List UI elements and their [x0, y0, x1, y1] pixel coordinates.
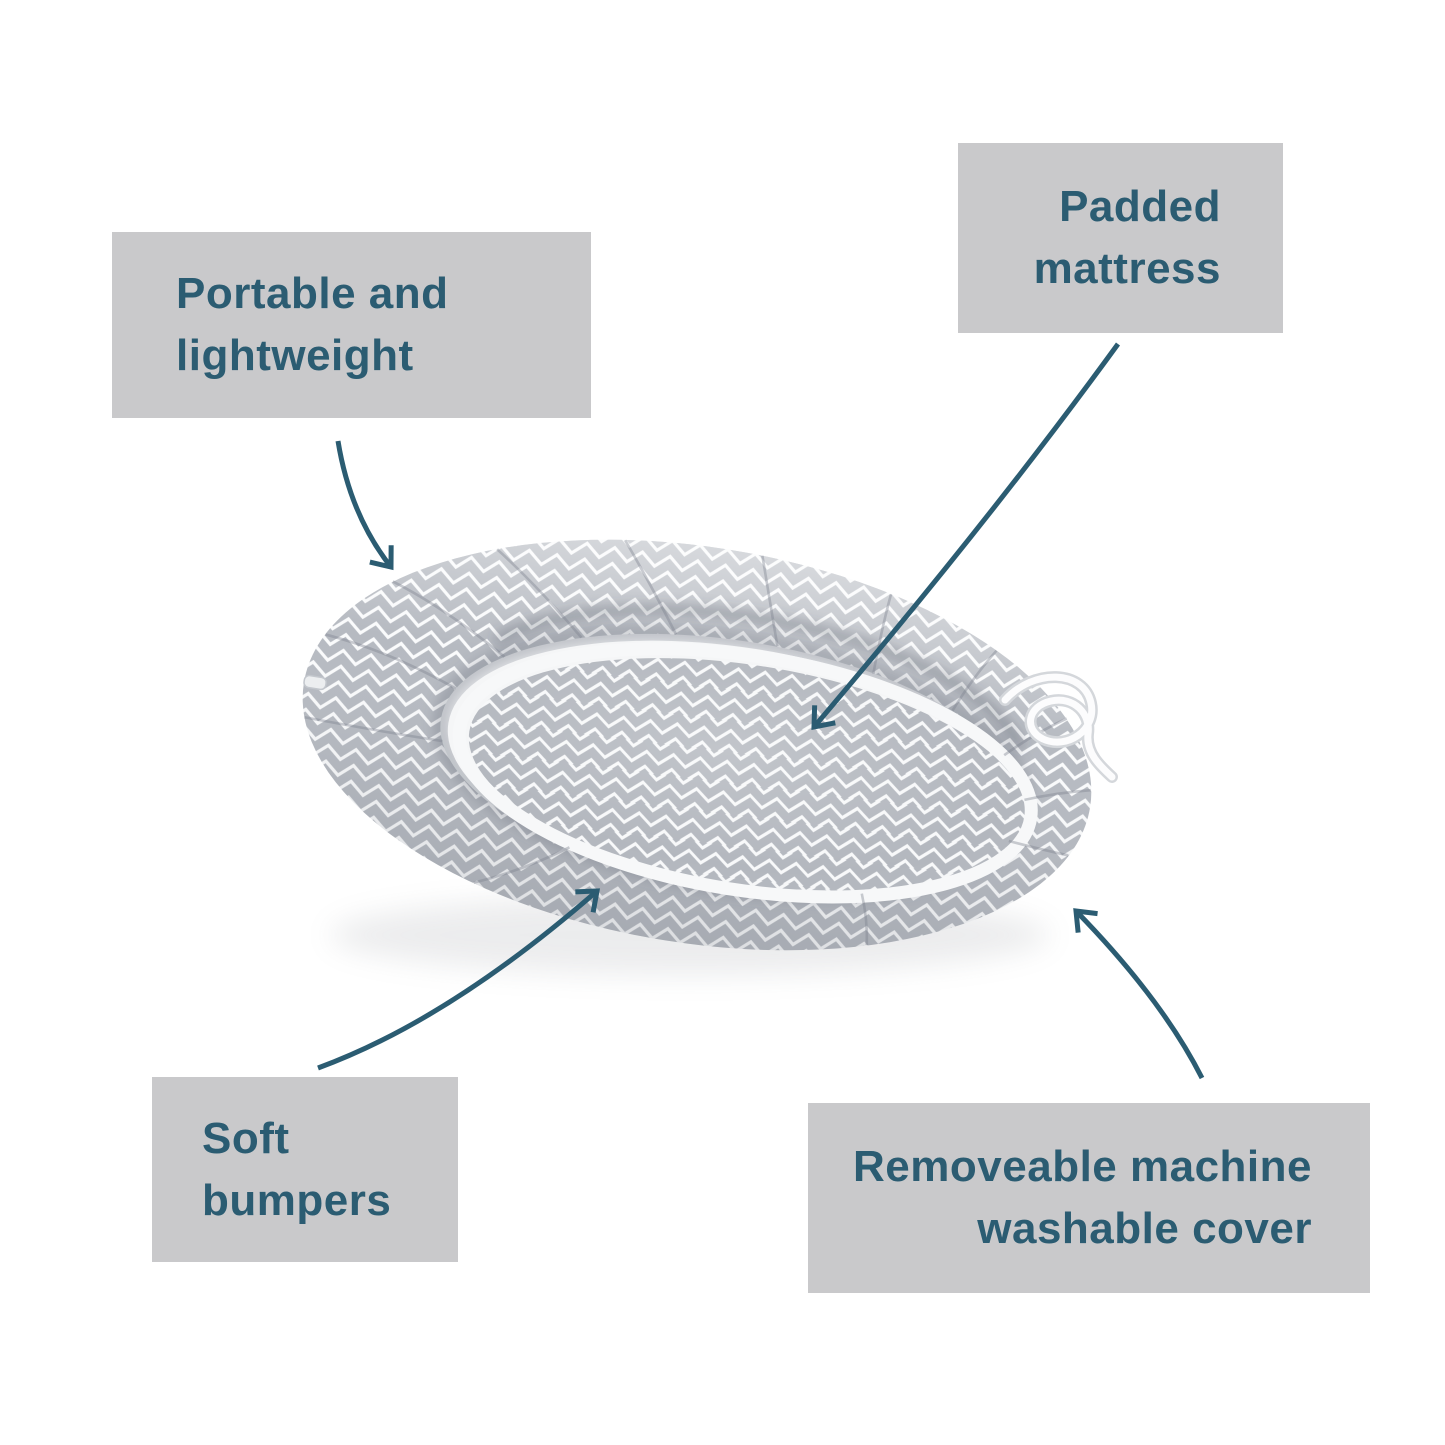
label-line: lightweight — [176, 331, 414, 380]
label-line: Soft — [202, 1113, 290, 1163]
label-removeable-cover: Removeable machine washable cover — [808, 1103, 1370, 1293]
drawstring-rope — [999, 671, 1118, 783]
zipper-tab — [303, 674, 327, 691]
baby-nest — [302, 539, 1092, 951]
arrow-portable-lightweight — [335, 440, 394, 571]
label-line: bumpers — [202, 1175, 392, 1225]
label-line: Removeable machine — [853, 1142, 1312, 1191]
arrow-removeable-cover — [1073, 908, 1205, 1080]
label-line: mattress — [1033, 244, 1221, 293]
label-padded-mattress: Padded mattress — [958, 143, 1283, 333]
label-line: washable cover — [977, 1204, 1312, 1253]
arrow-padded-mattress — [811, 342, 1121, 731]
arrow-soft-bumpers — [317, 888, 601, 1071]
label-line: Portable and — [176, 269, 449, 318]
label-soft-bumpers: Soft bumpers — [152, 1077, 458, 1262]
label-portable-lightweight: Portable and lightweight — [112, 232, 591, 418]
label-line: Padded — [1059, 182, 1221, 231]
